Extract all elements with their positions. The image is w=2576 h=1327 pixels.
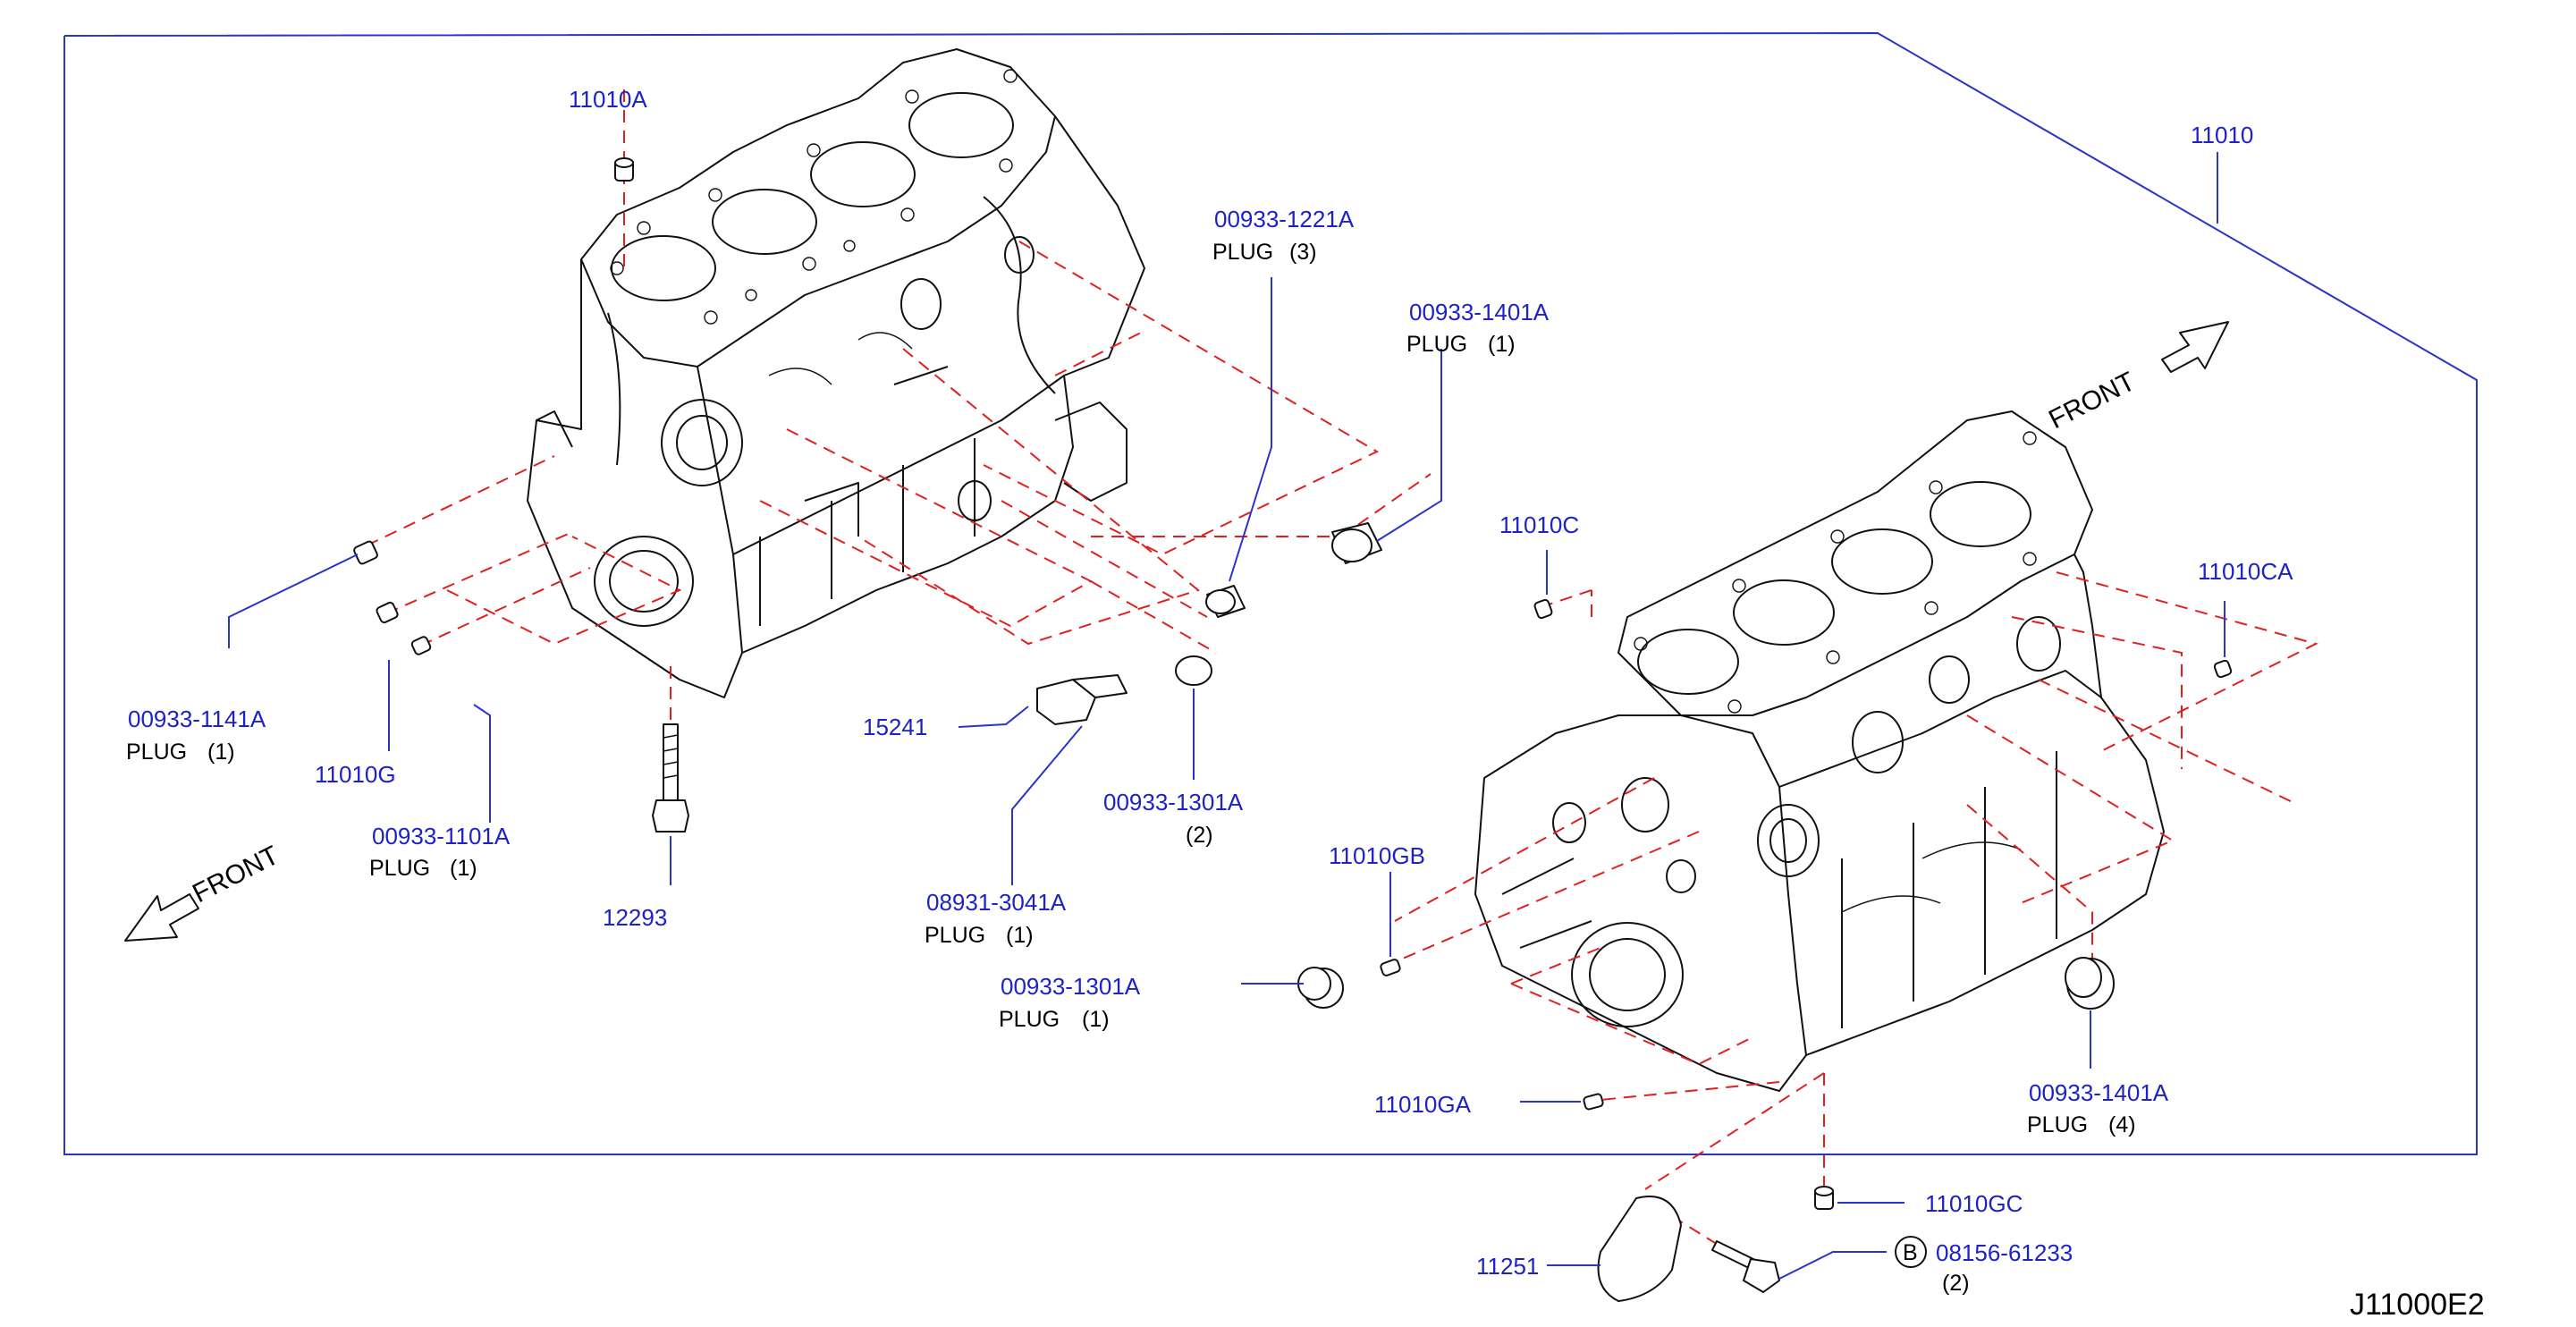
- part-number-00933-1221a[interactable]: 00933-1221A: [1214, 206, 1355, 232]
- diagram-code: J11000E2: [2350, 1288, 2485, 1322]
- front-label-left: FRONT: [188, 841, 283, 909]
- part-desc-00933-1141a: PLUG: [126, 740, 187, 765]
- part-number-11010gc[interactable]: 11010GC: [1925, 1190, 2023, 1217]
- part-number-00933-1141a[interactable]: 00933-1141A: [128, 706, 266, 732]
- part-number-00933-1301a-mid[interactable]: 00933-1301A: [1103, 789, 1244, 816]
- part-number-11010c[interactable]: 11010C: [1499, 511, 1579, 538]
- part-number-11251[interactable]: 11251: [1476, 1253, 1539, 1280]
- small-parts-illustrations: [353, 157, 2233, 1302]
- part-number-00933-1401a-low[interactable]: 00933-1401A: [2029, 1079, 2169, 1106]
- part-number-11010ca[interactable]: 11010CA: [2198, 558, 2293, 585]
- bolt-callout-prefix: B: [1903, 1240, 1918, 1265]
- part-qty-08156-61233: (2): [1942, 1271, 1970, 1296]
- part-desc-00933-1301a-low: PLUG: [999, 1007, 1060, 1032]
- part-number-11010gb[interactable]: 11010GB: [1329, 842, 1425, 869]
- part-number-11010[interactable]: 11010: [2191, 122, 2253, 148]
- bolt-callout-circle: [1895, 1236, 1927, 1268]
- part-qty-00933-1401a-top: (1): [1488, 332, 1516, 357]
- part-number-00933-1101a[interactable]: 00933-1101A: [372, 823, 511, 849]
- part-desc-08931-3041a: PLUG: [925, 923, 985, 948]
- part-number-11010g[interactable]: 11010G: [315, 761, 396, 788]
- part-number-08931-3041a[interactable]: 08931-3041A: [926, 889, 1067, 916]
- part-number-11010a[interactable]: 11010A: [569, 86, 647, 113]
- part-qty-00933-1141a: (1): [207, 740, 235, 765]
- part-number-08156-61233[interactable]: 08156-61233: [1936, 1239, 2073, 1266]
- part-qty-00933-1401a-low: (4): [2108, 1112, 2136, 1137]
- part-number-00933-1401a-top[interactable]: 00933-1401A: [1409, 299, 1550, 325]
- part-number-12293[interactable]: 12293: [603, 904, 667, 931]
- cylinder-block-left-illustration: [527, 48, 1145, 698]
- part-qty-00933-1301a-mid: (2): [1186, 823, 1213, 848]
- front-arrow-right: FRONT: [2044, 321, 2229, 435]
- front-label-right: FRONT: [2044, 367, 2140, 435]
- part-qty-08931-3041a: (1): [1006, 923, 1034, 948]
- part-labels: 11010 11010A 00933-1221A PLUG (3) 00933-…: [126, 86, 2485, 1322]
- front-arrow-left: FRONT: [124, 841, 283, 942]
- part-desc-00933-1101a: PLUG: [369, 856, 430, 881]
- part-desc-00933-1401a-top: PLUG: [1406, 332, 1467, 357]
- leader-lines: [228, 152, 2225, 1280]
- part-desc-00933-1221a: PLUG: [1212, 240, 1273, 265]
- diagram-frame: [63, 31, 2478, 1155]
- part-number-00933-1301a-low[interactable]: 00933-1301A: [1001, 973, 1141, 1000]
- part-number-11010ga[interactable]: 11010GA: [1374, 1091, 1472, 1118]
- part-number-15241[interactable]: 15241: [863, 714, 927, 740]
- part-desc-00933-1401a-low: PLUG: [2027, 1112, 2088, 1137]
- cylinder-block-right-illustration: [1474, 410, 2165, 1092]
- part-qty-00933-1221a: (3): [1289, 240, 1317, 265]
- part-qty-00933-1301a-low: (1): [1082, 1007, 1110, 1032]
- part-qty-00933-1101a: (1): [450, 856, 477, 881]
- assembly-guide-lines: [366, 89, 2318, 1262]
